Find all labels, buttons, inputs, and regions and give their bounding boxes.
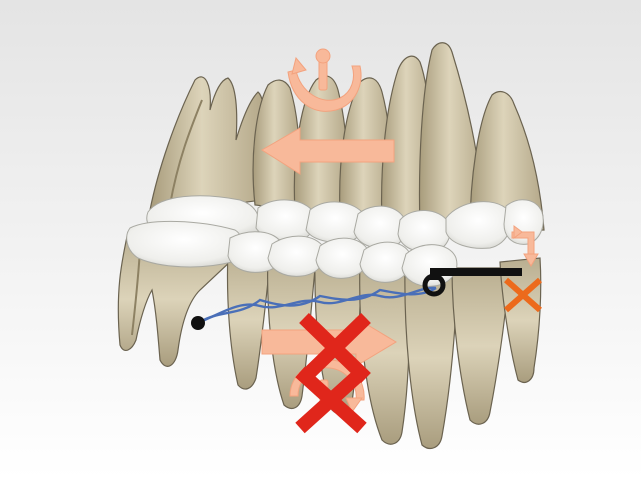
left-bracket-dot bbox=[191, 316, 205, 330]
upper-canine-crown bbox=[354, 206, 406, 248]
lower-molar-crown bbox=[127, 221, 242, 267]
lower-premolar-2-crown bbox=[316, 238, 369, 278]
upper-incisor-crown-2 bbox=[446, 202, 511, 249]
lower-premolar-1-crown bbox=[268, 236, 325, 276]
